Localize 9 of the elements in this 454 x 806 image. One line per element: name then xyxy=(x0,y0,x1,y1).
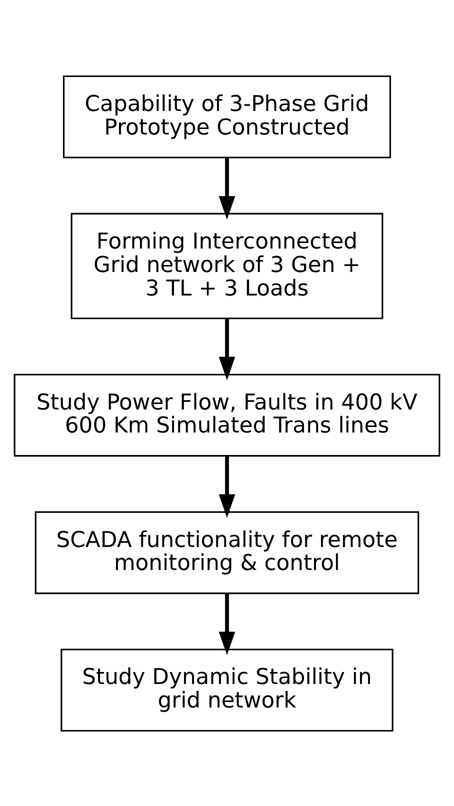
arrow xyxy=(218,318,236,380)
node-box: Study Dynamic Stability in grid network xyxy=(60,648,394,732)
node-box: Capability of 3-Phase Grid Prototype Constructed xyxy=(62,74,392,158)
node-box: Forming Interconnected Grid network of 3 Gen + 3 TL + 3 Loads xyxy=(70,212,384,319)
arrow xyxy=(218,456,236,518)
node-box: SCADA functionality for remote monitoring & control xyxy=(34,510,420,594)
arrow xyxy=(218,593,236,655)
arrow xyxy=(218,157,236,220)
node-box: Study Power Flow, Faults in 400 kV 600 Km Simulated Trans lines xyxy=(14,373,440,456)
